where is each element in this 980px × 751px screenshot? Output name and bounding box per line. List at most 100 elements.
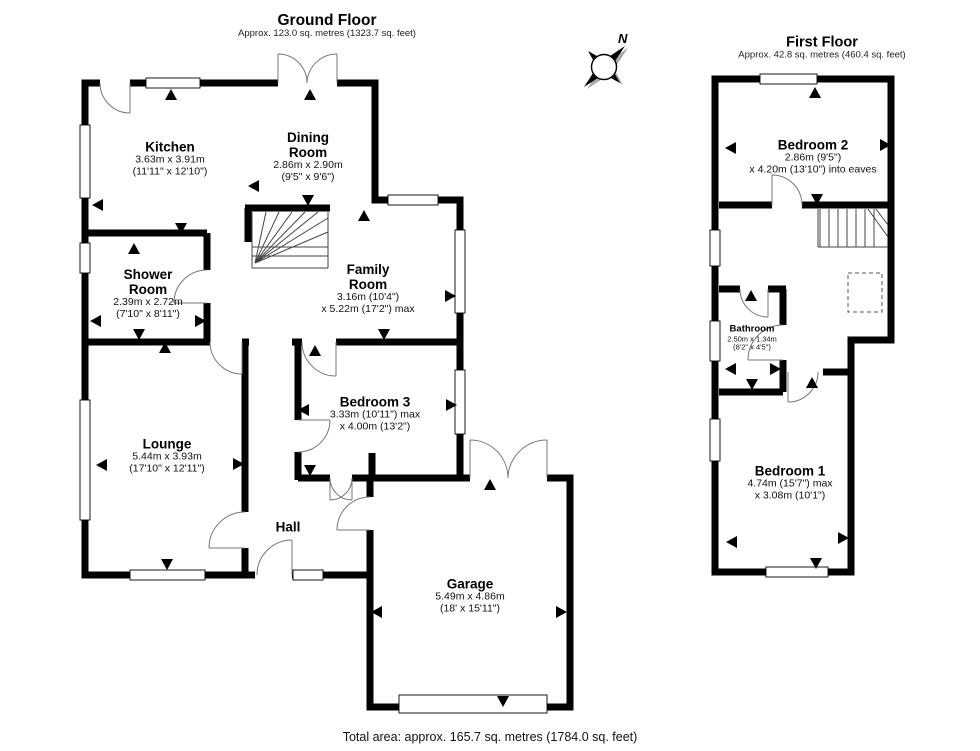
ground-windows xyxy=(79,77,548,714)
ground-interior-walls xyxy=(85,204,462,578)
measure-arrow-icon xyxy=(92,199,103,211)
ground-floor-title: Ground Floor xyxy=(277,12,377,30)
measure-arrow-icon xyxy=(161,559,173,570)
measure-arrow-icon xyxy=(304,89,316,100)
measure-arrow-icon xyxy=(302,195,314,206)
room-dims: 2.50m x 1.34m xyxy=(727,333,777,343)
measure-arrow-icon xyxy=(159,342,171,353)
room-dims: 3.63m x 3.91m xyxy=(135,153,205,166)
measure-arrow-icon xyxy=(770,363,781,375)
room-label-hall: Hall xyxy=(276,519,301,534)
room-dims: (8'2" x 4'5") xyxy=(733,342,771,352)
first-door-arcs xyxy=(739,174,819,403)
room-dims: (11'11" x 12'10") xyxy=(132,165,208,178)
room-dims: 2.39m x 2.72m xyxy=(113,296,183,309)
first-stairs xyxy=(817,208,889,248)
measure-arrow-icon xyxy=(809,87,821,98)
measure-arrow-icon xyxy=(810,558,822,569)
measure-arrow-icon xyxy=(358,210,370,221)
room-label-family-room: Family Room 3.16m (10'4") x 5.22m (17'2"… xyxy=(321,262,414,316)
room-dims: (18' x 15'11") xyxy=(439,602,501,615)
room-dims: 4.74m (15'7") max xyxy=(747,477,833,490)
room-dims: 5.44m x 3.93m xyxy=(132,450,202,463)
measure-arrow-icon xyxy=(726,536,737,548)
ground-floor-subtitle: Approx. 123.0 sq. metres (1323.7 sq. fee… xyxy=(238,28,416,40)
room-label-bedroom-1: Bedroom 1 4.74m (15'7") max x 3.08m (10'… xyxy=(747,464,832,503)
room-label-bedroom-2: Bedroom 2 2.86m (9'5") x 4.20m (13'10") … xyxy=(749,138,876,177)
room-label-bedroom-3: Bedroom 3 3.33m (10'11") max x 4.00m (13… xyxy=(330,395,420,434)
compass-circle xyxy=(590,53,618,81)
room-name: Kitchen xyxy=(145,139,195,155)
measurement-markers xyxy=(90,87,891,707)
first-outer-walls xyxy=(711,75,895,576)
measure-arrow-icon xyxy=(233,458,244,470)
measure-arrow-icon xyxy=(304,465,316,476)
ground-door-arcs xyxy=(99,53,548,576)
room-dims: 3.33m (10'11") max xyxy=(329,408,421,421)
measure-arrow-icon xyxy=(880,139,891,151)
total-area-note: Total area: approx. 165.7 sq. metres (17… xyxy=(342,730,638,744)
roof-hatch-dashed-outline xyxy=(847,272,883,313)
room-label-shower-room: Shower Room 2.39m x 2.72m (7'10" x 8'11"… xyxy=(113,267,183,321)
garage-door-panel xyxy=(398,694,548,714)
measure-arrow-icon xyxy=(725,142,736,154)
measure-arrow-icon xyxy=(445,290,456,302)
room-dims: x 4.00m (13'2") xyxy=(339,420,411,433)
measure-arrow-icon xyxy=(838,532,849,544)
measure-arrow-icon xyxy=(128,243,140,254)
first-interior-walls xyxy=(719,201,891,396)
room-dims: x 3.08m (10'1") xyxy=(754,489,826,502)
measure-arrow-icon xyxy=(165,89,177,100)
room-name: Lounge xyxy=(142,436,192,452)
measure-arrow-icon xyxy=(745,290,757,301)
room-label-bathroom: Bathroom 2.50m x 1.34m (8'2" x 4'5") xyxy=(727,323,777,352)
ground-stairs xyxy=(251,211,329,269)
room-label-garage: Garage 5.49m x 4.86m (18' x 15'11") xyxy=(435,577,504,616)
ground-floor-plan xyxy=(79,53,574,714)
first-floor-subtitle: Approx. 42.8 sq. metres (460.4 sq. feet) xyxy=(738,49,906,61)
measure-arrow-icon xyxy=(133,329,145,340)
compass-north-label: N xyxy=(618,31,628,46)
measure-arrow-icon xyxy=(484,479,496,490)
measure-arrow-icon xyxy=(497,696,509,707)
room-dims: x 5.22m (17'2") max xyxy=(321,303,415,316)
measure-arrow-icon xyxy=(96,459,107,471)
room-name: Bedroom 3 xyxy=(339,394,411,410)
room-label-lounge: Lounge 5.44m x 3.93m (17'10" x 12'11") xyxy=(129,437,204,476)
room-name: Bedroom 1 xyxy=(754,463,826,479)
room-dims: (17'10" x 12'11") xyxy=(129,462,205,475)
room-dims: 2.86m x 2.90m xyxy=(273,159,343,172)
measure-arrow-icon xyxy=(746,379,758,390)
compass-icon: N xyxy=(584,31,628,89)
first-floor-header: First Floor Approx. 42.8 sq. metres (460… xyxy=(738,35,905,62)
measure-arrow-icon xyxy=(806,377,818,388)
measure-arrow-icon xyxy=(298,404,309,416)
measure-arrow-icon xyxy=(556,606,567,618)
first-windows xyxy=(709,73,829,578)
measure-arrow-icon xyxy=(175,223,187,234)
room-label-dining-room: Dining Room 2.86m x 2.90m (9'5" x 9'6") xyxy=(273,130,343,184)
room-dims: (7'10" x 8'11") xyxy=(116,308,180,321)
room-name: Garage xyxy=(446,576,494,592)
measure-arrow-icon xyxy=(309,345,321,356)
measure-arrow-icon xyxy=(378,329,390,340)
measure-arrow-icon xyxy=(446,399,457,411)
room-dims: x 4.20m (13'10") into eaves xyxy=(749,163,877,176)
measure-arrow-icon xyxy=(195,315,206,327)
first-floor-title: First Floor xyxy=(786,34,858,51)
ground-floor-header: Ground Floor Approx. 123.0 sq. metres (1… xyxy=(238,12,416,40)
room-name: Shower Room xyxy=(123,267,173,298)
room-name: Family Room xyxy=(346,262,390,293)
room-dims: 5.49m x 4.86m xyxy=(435,590,505,603)
measure-arrow-icon xyxy=(90,315,101,327)
first-floor-plan xyxy=(709,73,895,578)
measure-arrow-icon xyxy=(248,180,259,192)
room-name: Bedroom 2 xyxy=(777,137,849,153)
measure-arrow-icon xyxy=(811,194,823,205)
room-dims: 3.16m (10'4") xyxy=(336,291,400,304)
room-dims: 2.86m (9'5") xyxy=(784,151,842,164)
room-name: Hall xyxy=(275,519,301,535)
room-name: Bathroom xyxy=(729,323,775,335)
